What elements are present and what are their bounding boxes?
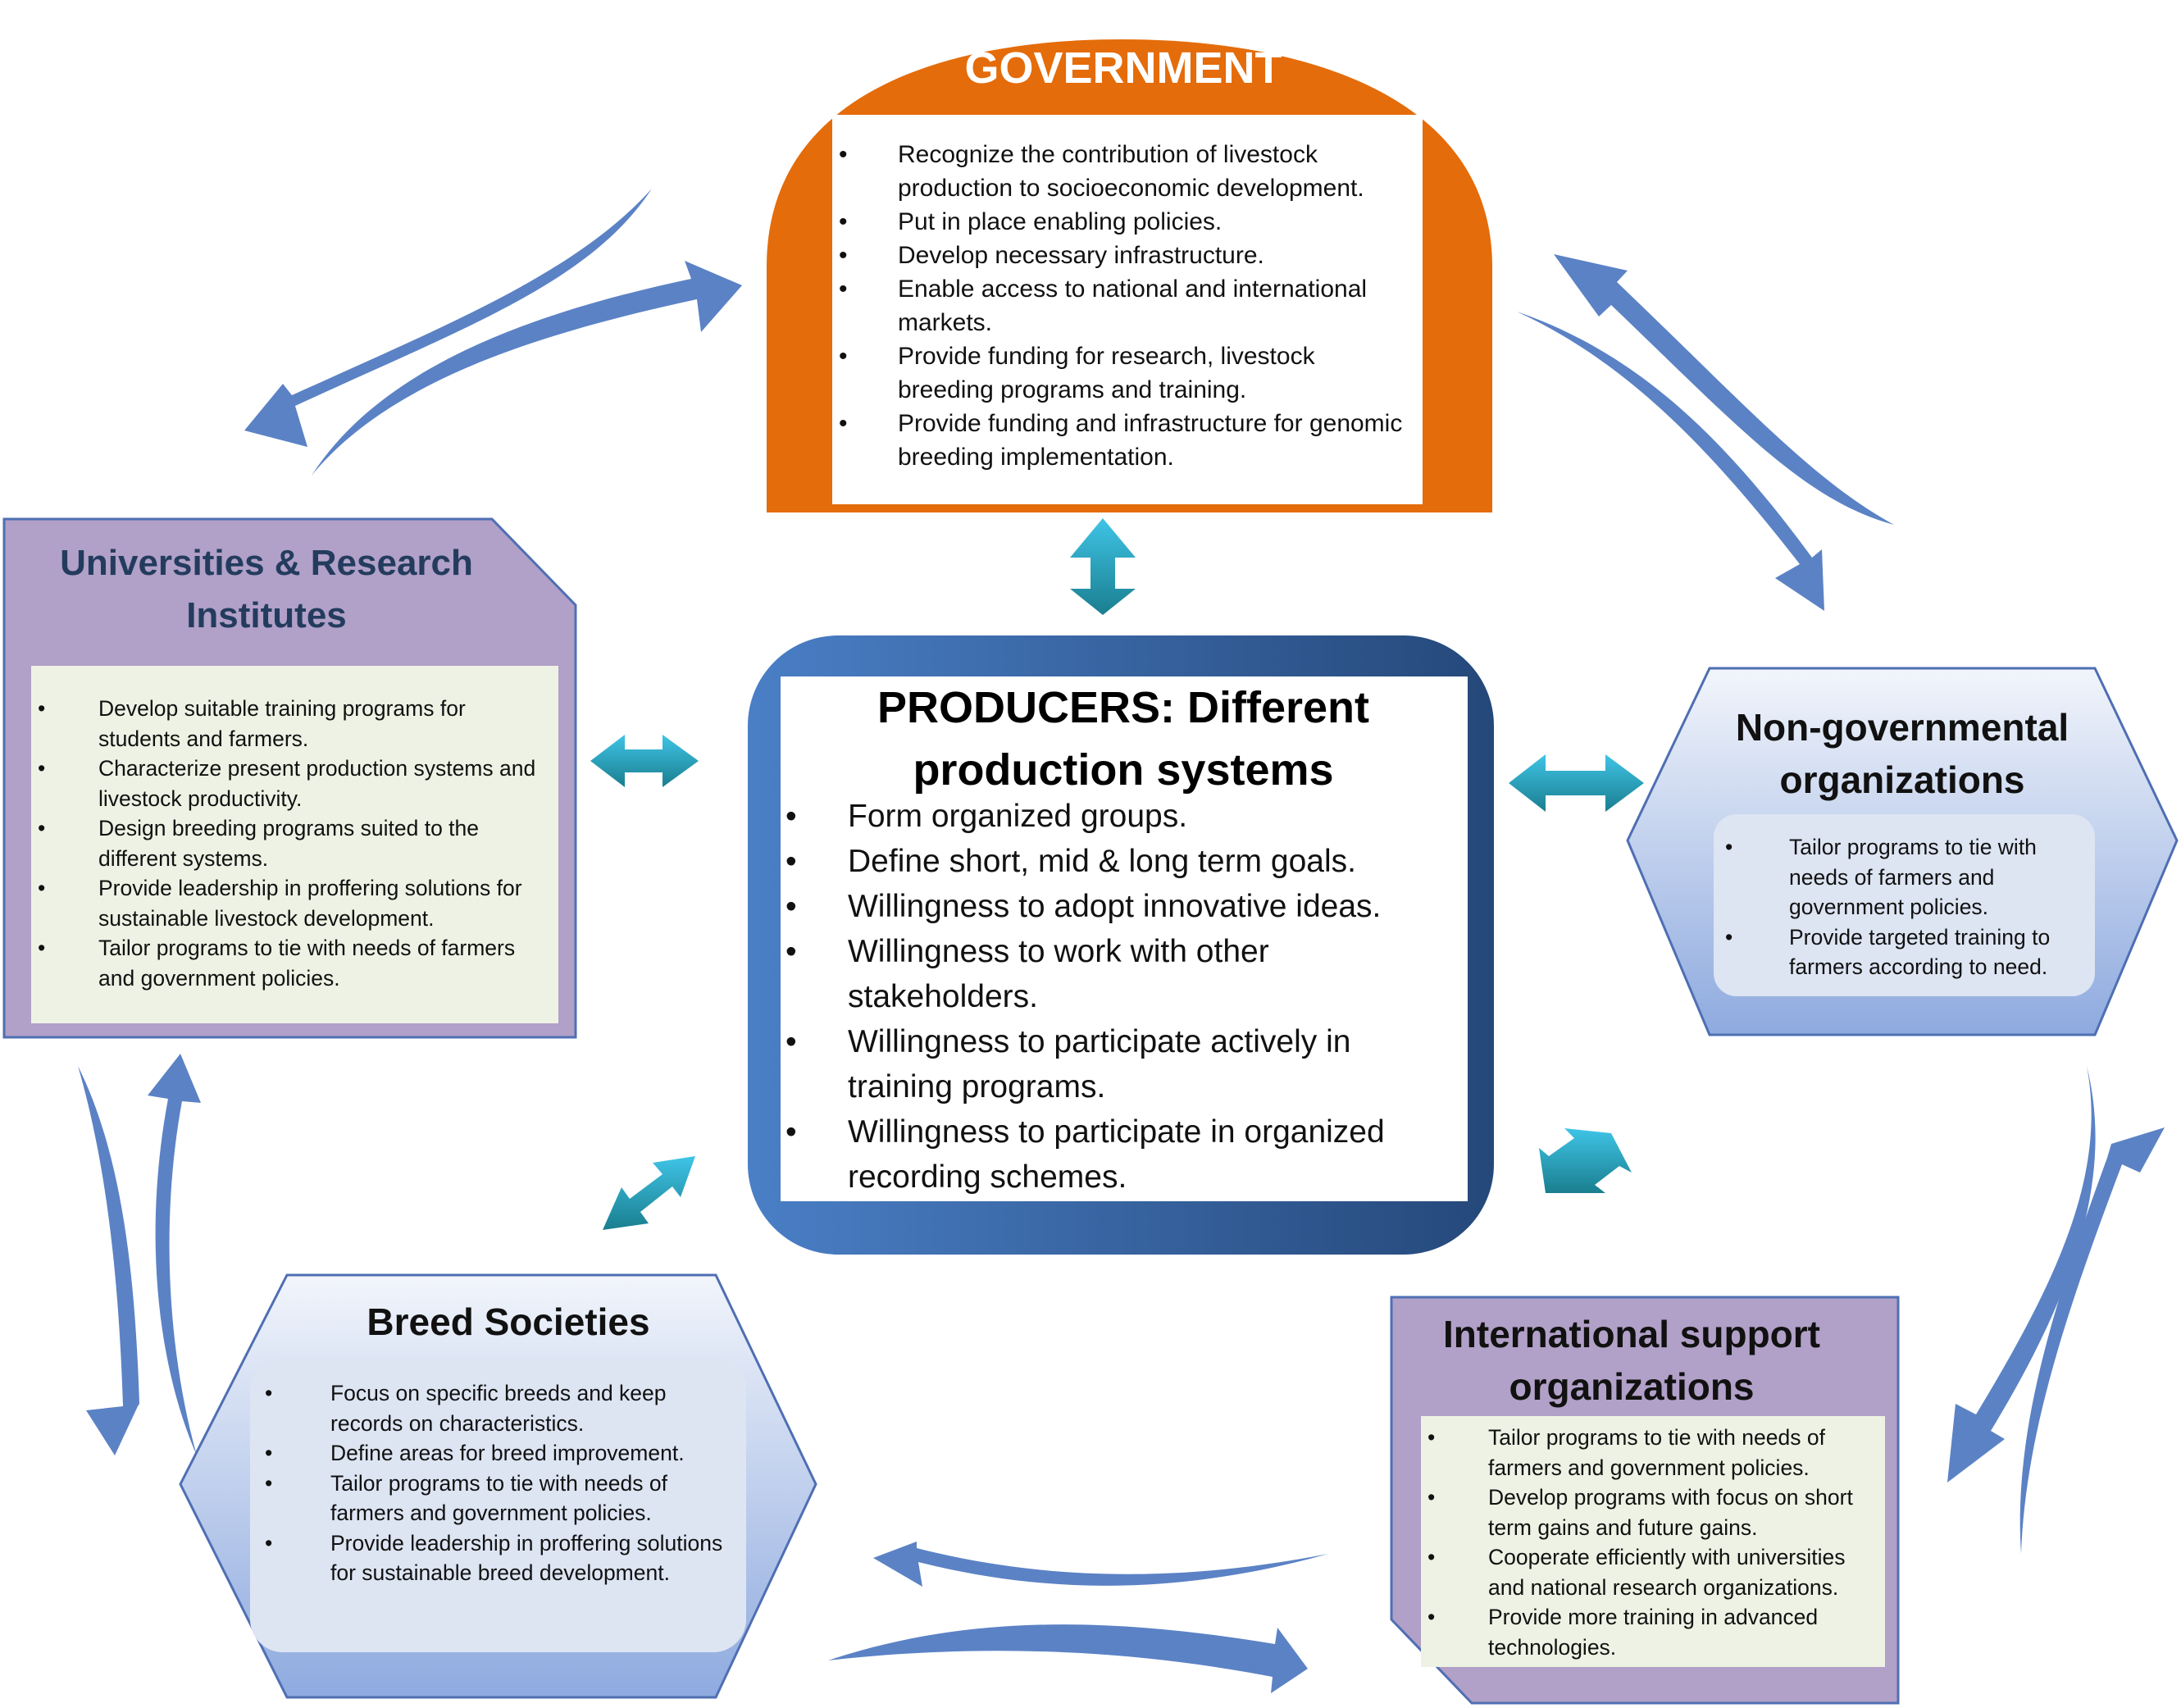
breed-societies-title: Breed Societies	[367, 1300, 650, 1343]
list-item: Enable access to national and internatio…	[839, 272, 1406, 339]
universities-title: Universities & Research Institutes	[60, 543, 473, 635]
list-item: Focus on specific breeds and keep record…	[265, 1378, 738, 1438]
universities-list-box: Develop suitable training programs for s…	[31, 666, 558, 1023]
curved-arrow-ngo-to-international	[1947, 1066, 2096, 1483]
curved-arrow-international-to-breed	[873, 1542, 1328, 1587]
list-item: Provide funding for research, livestock …	[839, 339, 1406, 407]
ngo-list: Tailor programs to tie with needs of far…	[1714, 814, 2095, 982]
universities-list: Develop suitable training programs for s…	[31, 666, 558, 993]
list-item: Willingness to adopt innovative ideas.	[785, 884, 1445, 929]
list-item: Tailor programs to tie with needs of far…	[265, 1469, 738, 1528]
ngo-title: Non-governmental organizations	[1735, 706, 2069, 801]
list-item: Provide targeted training to farmers acc…	[1725, 922, 2087, 982]
list-item: Develop necessary infrastructure.	[839, 239, 1406, 272]
connector-gov-producers	[1070, 518, 1136, 615]
curved-arrow-breed-to-universities	[148, 1054, 201, 1455]
curved-arrow-international-to-ngo	[2019, 1127, 2165, 1554]
curved-arrow-gov-to-universities	[244, 189, 652, 447]
list-item: Willingness to participate actively in t…	[785, 1019, 1445, 1109]
breed-societies-list: Focus on specific breeds and keep record…	[250, 1357, 746, 1588]
producers-title: PRODUCERS: Different production systems	[876, 683, 1370, 795]
list-item: Characterize present production systems …	[38, 754, 552, 813]
producers-list-box: Form organized groups. Define short, mid…	[781, 794, 1461, 1196]
ngo-list-box: Tailor programs to tie with needs of far…	[1714, 814, 2095, 996]
list-item: Define areas for breed improvement.	[265, 1438, 738, 1469]
producers-list: Form organized groups. Define short, mid…	[781, 794, 1461, 1200]
curved-arrow-gov-to-ngo	[1517, 312, 1824, 611]
curved-arrow-breed-to-international	[828, 1624, 1308, 1693]
list-item: Provide funding and infrastructure for g…	[839, 407, 1406, 474]
list-item: Provide leadership in proffering solutio…	[265, 1528, 738, 1588]
breed-societies-list-box: Focus on specific breeds and keep record…	[250, 1357, 746, 1652]
list-item: Develop suitable training programs for s…	[38, 694, 552, 754]
list-item: Willingness to participate in organized …	[785, 1109, 1445, 1200]
connector-ngo-producers	[1509, 754, 1644, 812]
list-item: Design breeding programs suited to the d…	[38, 813, 552, 873]
list-item: Form organized groups.	[785, 794, 1445, 839]
list-item: Develop programs with focus on short ter…	[1427, 1483, 1880, 1542]
government-list-box: Recognize the contribution of livestock …	[832, 115, 1423, 504]
connector-international-producers	[1539, 1128, 1632, 1193]
government-title: GOVERNMENT	[964, 43, 1282, 93]
list-item: Cooperate efficiently with universities …	[1427, 1542, 1880, 1602]
list-item: Recognize the contribution of livestock …	[839, 138, 1406, 205]
list-item: Put in place enabling policies.	[839, 205, 1406, 239]
connector-arrows	[590, 518, 1644, 1230]
connector-universities-producers	[590, 735, 699, 787]
connector-breed-producers	[603, 1156, 695, 1230]
list-item: Tailor programs to tie with needs of far…	[1725, 832, 2087, 922]
curved-arrow-universities-to-gov	[312, 261, 742, 476]
list-item: Provide leadership in proffering solutio…	[38, 873, 552, 933]
list-item: Willingness to work with other stakehold…	[785, 929, 1445, 1019]
list-item: Provide more training in advanced techno…	[1427, 1602, 1880, 1662]
list-item: Tailor programs to tie with needs of far…	[1427, 1423, 1880, 1483]
curved-arrow-universities-to-breed	[78, 1066, 139, 1455]
international-title: International support organizations	[1443, 1313, 1820, 1408]
list-item: Tailor programs to tie with needs of far…	[38, 933, 552, 993]
curved-arrow-ngo-to-gov	[1554, 254, 1894, 525]
international-list: Tailor programs to tie with needs of far…	[1421, 1416, 1885, 1662]
international-list-box: Tailor programs to tie with needs of far…	[1421, 1416, 1885, 1667]
government-list: Recognize the contribution of livestock …	[832, 115, 1423, 474]
curved-arrows	[78, 189, 2165, 1693]
list-item: Define short, mid & long term goals.	[785, 839, 1445, 884]
